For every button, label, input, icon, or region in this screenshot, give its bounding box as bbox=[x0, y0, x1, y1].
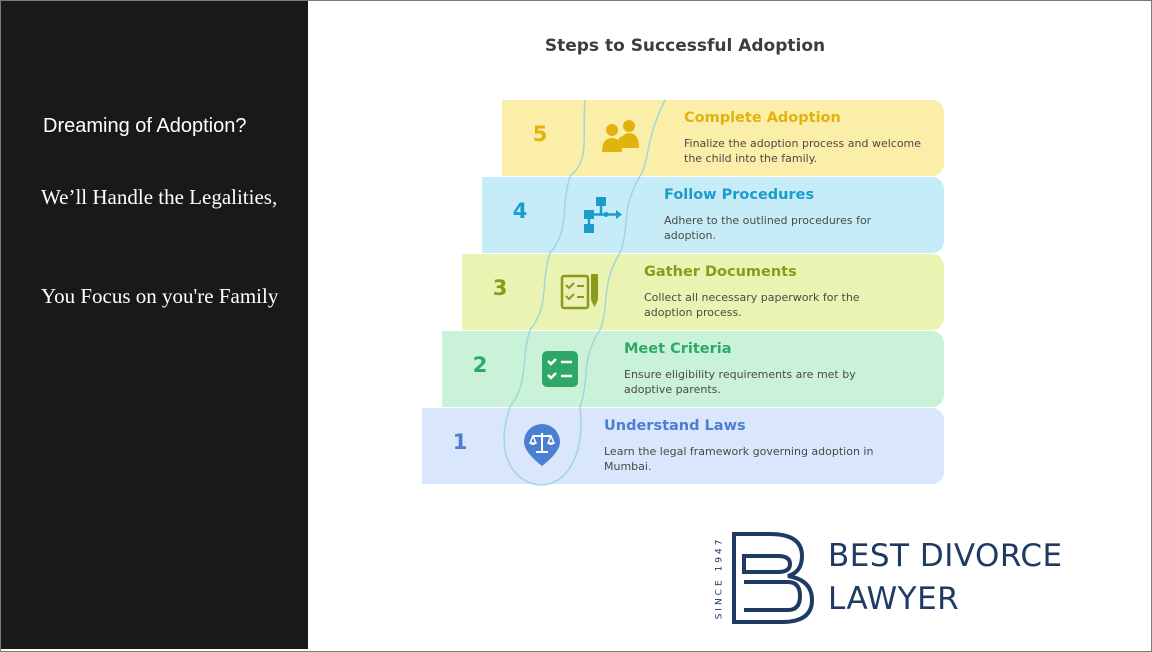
step-4: 4 Follow Procedures Adhere to the outlin… bbox=[482, 177, 944, 253]
b-monogram-icon bbox=[732, 532, 815, 624]
step-2-description: Ensure eligibility requirements are met … bbox=[624, 368, 856, 396]
tagline-text-1: We’ll Handle the Legalities, bbox=[41, 185, 278, 209]
adoption-steps-infographic: Steps to Successful Adoption 5 Complete … bbox=[420, 30, 950, 490]
step-2-number: 2 bbox=[472, 353, 488, 377]
step-4-title: Follow Procedures bbox=[664, 187, 815, 203]
headline-text: Dreaming of Adoption? bbox=[43, 115, 247, 137]
scales-icon bbox=[516, 420, 568, 472]
brand-name-line1: BEST DIVORCE bbox=[828, 538, 1063, 574]
step-2-title: Meet Criteria bbox=[624, 341, 732, 357]
document-checklist-icon bbox=[554, 266, 606, 318]
step-4-description: Adhere to the outlined procedures for ad… bbox=[664, 214, 872, 242]
checklist-icon bbox=[534, 343, 586, 395]
step-3: 3 Gather Documents Collect all necessary… bbox=[462, 254, 944, 330]
left-panel: Dreaming of Adoption? We’ll Handle the L… bbox=[1, 1, 308, 649]
brand-name-line2: LAWYER bbox=[828, 581, 960, 617]
step-3-description: Collect all necessary paperwork for the … bbox=[644, 291, 860, 319]
step-5: 5 Complete Adoption Finalize the adoptio… bbox=[502, 100, 944, 176]
step-5-title: Complete Adoption bbox=[684, 110, 841, 126]
brand-logo: SINCE 1947 BEST DIVORCE LAWYER bbox=[710, 528, 1110, 628]
flowchart-icon bbox=[576, 189, 628, 241]
since-year-label: SINCE 1947 bbox=[714, 536, 724, 620]
step-2: 2 Meet Criteria Ensure eligibility requi… bbox=[442, 331, 944, 407]
step-3-title: Gather Documents bbox=[644, 264, 797, 280]
step-5-description: Finalize the adoption process and welcom… bbox=[684, 137, 922, 165]
infographic-title: Steps to Successful Adoption bbox=[544, 36, 826, 56]
step-1-number: 1 bbox=[452, 430, 468, 454]
step-3-number: 3 bbox=[492, 276, 508, 300]
tagline-text-2: You Focus on you're Family bbox=[41, 284, 279, 308]
step-5-number: 5 bbox=[532, 122, 548, 146]
step-1-title: Understand Laws bbox=[604, 418, 746, 434]
step-1-description: Learn the legal framework governing adop… bbox=[604, 445, 874, 473]
family-icon bbox=[594, 112, 646, 164]
step-1: 1 Understand Laws Learn the legal framew… bbox=[422, 408, 944, 484]
step-4-number: 4 bbox=[512, 199, 528, 223]
